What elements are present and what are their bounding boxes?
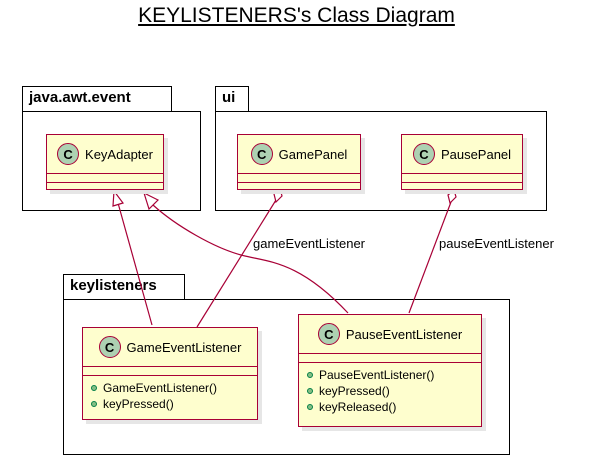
inheritance-arrowhead xyxy=(143,191,160,211)
class-section xyxy=(402,174,522,183)
class-circle-icon: C xyxy=(412,143,435,165)
class-header: C GameEventListener xyxy=(83,328,257,367)
class-circle-icon: C xyxy=(57,143,80,165)
class-circle-icon: C xyxy=(317,323,340,345)
public-method-icon xyxy=(91,401,97,407)
package-label: keylisteners xyxy=(70,277,157,294)
class-name: KeyAdapter xyxy=(85,146,153,162)
class-game-event-listener: C GameEventListener GameEventListener() … xyxy=(82,327,258,420)
aggregation-edge-game xyxy=(196,199,277,328)
class-pause-event-listener: C PauseEventListener PauseEventListener(… xyxy=(298,314,482,427)
method-list: GameEventListener() keyPressed() xyxy=(83,376,257,414)
method-item: keyReleased() xyxy=(307,399,481,415)
method-item: keyPressed() xyxy=(91,396,257,412)
class-game-panel: C GamePanel xyxy=(237,134,361,190)
class-section xyxy=(83,367,257,376)
diagram-title: KEYLISTENERS's Class Diagram xyxy=(138,4,455,27)
class-name: GameEventListener xyxy=(126,339,242,355)
public-method-icon xyxy=(307,372,313,378)
class-header: C KeyAdapter xyxy=(47,135,163,174)
inheritance-edge-game xyxy=(117,202,153,326)
public-method-icon xyxy=(307,404,313,410)
class-section xyxy=(299,354,481,363)
public-method-icon xyxy=(91,385,97,391)
class-pause-panel: C PausePanel xyxy=(401,134,523,190)
inheritance-edge-pause xyxy=(152,204,349,314)
method-name: keyPressed() xyxy=(319,384,390,398)
aggregation-edge-pause xyxy=(408,201,452,314)
class-key-adapter: C KeyAdapter xyxy=(46,134,164,190)
class-name: PauseEventListener xyxy=(345,326,463,342)
class-circle-icon: C xyxy=(250,143,273,165)
package-tab: ui xyxy=(215,86,249,112)
class-header: C PauseEventListener xyxy=(299,315,481,354)
package-tab: java.awt.event xyxy=(22,86,172,112)
package-label: java.awt.event xyxy=(29,89,131,106)
class-section xyxy=(238,174,360,183)
method-item: GameEventListener() xyxy=(91,380,257,396)
method-name: PauseEventListener() xyxy=(319,368,435,382)
method-item: PauseEventListener() xyxy=(307,367,481,383)
package-tab: keylisteners xyxy=(63,274,185,300)
method-name: keyPressed() xyxy=(103,397,174,411)
class-name: GamePanel xyxy=(278,146,348,162)
method-list: PauseEventListener() keyPressed() keyRel… xyxy=(299,363,481,417)
class-header: C GamePanel xyxy=(238,135,360,174)
method-name: GameEventListener() xyxy=(103,381,218,395)
inheritance-arrowhead xyxy=(112,189,124,207)
public-method-icon xyxy=(307,388,313,394)
class-header: C PausePanel xyxy=(402,135,522,174)
package-label: ui xyxy=(222,89,236,106)
class-name: PausePanel xyxy=(440,146,512,162)
method-name: keyReleased() xyxy=(319,400,397,414)
class-section xyxy=(47,174,163,183)
edge-label-game: gameEventListener xyxy=(253,236,366,251)
edge-label-pause: pauseEventListener xyxy=(439,236,554,251)
class-circle-icon: C xyxy=(98,336,121,358)
method-item: keyPressed() xyxy=(307,383,481,399)
